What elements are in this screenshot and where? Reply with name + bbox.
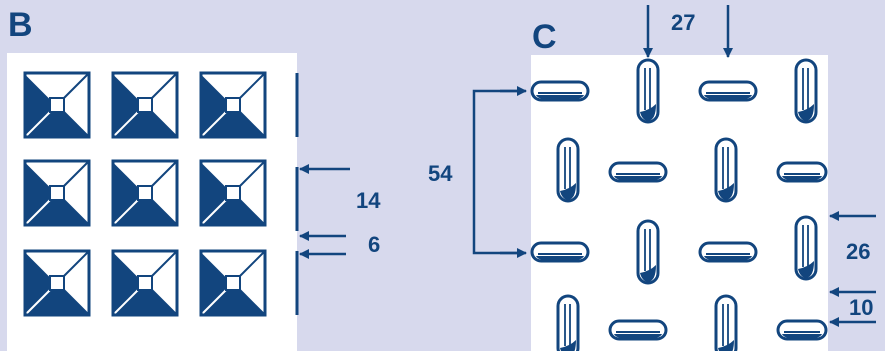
pyramid-square bbox=[23, 249, 91, 317]
vertical-stud bbox=[636, 58, 660, 124]
vertical-stud bbox=[714, 137, 738, 203]
dim-label-14: 14 bbox=[356, 188, 381, 213]
horizontal-stud bbox=[698, 80, 758, 102]
vertical-stud bbox=[636, 219, 660, 285]
pyramid-square bbox=[199, 159, 267, 227]
stud-pattern bbox=[530, 58, 828, 351]
horizontal-stud bbox=[776, 319, 828, 341]
pyramid-square bbox=[199, 71, 267, 139]
dim-label-10: 10 bbox=[849, 295, 873, 320]
panel-c-plate bbox=[531, 55, 828, 351]
pyramid-square bbox=[111, 249, 179, 317]
pyramid-square bbox=[199, 249, 267, 317]
pyramid-square bbox=[23, 71, 91, 139]
dim-label-6: 6 bbox=[368, 232, 380, 257]
panel-b-label: B bbox=[8, 6, 33, 44]
dim-bracket-54 bbox=[472, 89, 523, 255]
vertical-stud bbox=[794, 58, 818, 124]
horizontal-stud bbox=[698, 241, 758, 263]
dim-label-54: 54 bbox=[428, 161, 453, 186]
vertical-stud bbox=[556, 137, 580, 203]
pyramid-square bbox=[111, 159, 179, 227]
pyramid-square bbox=[23, 159, 91, 227]
pyramid-square bbox=[111, 71, 179, 139]
panel-c-label: C bbox=[532, 18, 557, 56]
horizontal-stud bbox=[776, 161, 828, 183]
horizontal-stud bbox=[608, 319, 668, 341]
dim-label-26: 26 bbox=[846, 239, 870, 264]
dim-label-27: 27 bbox=[671, 10, 695, 35]
vertical-stud bbox=[714, 294, 738, 351]
horizontal-stud bbox=[530, 80, 590, 102]
pyramid-grid bbox=[23, 71, 267, 317]
horizontal-stud bbox=[530, 241, 590, 263]
horizontal-stud bbox=[608, 161, 668, 183]
vertical-stud bbox=[794, 215, 818, 281]
vertical-stud bbox=[556, 294, 580, 351]
